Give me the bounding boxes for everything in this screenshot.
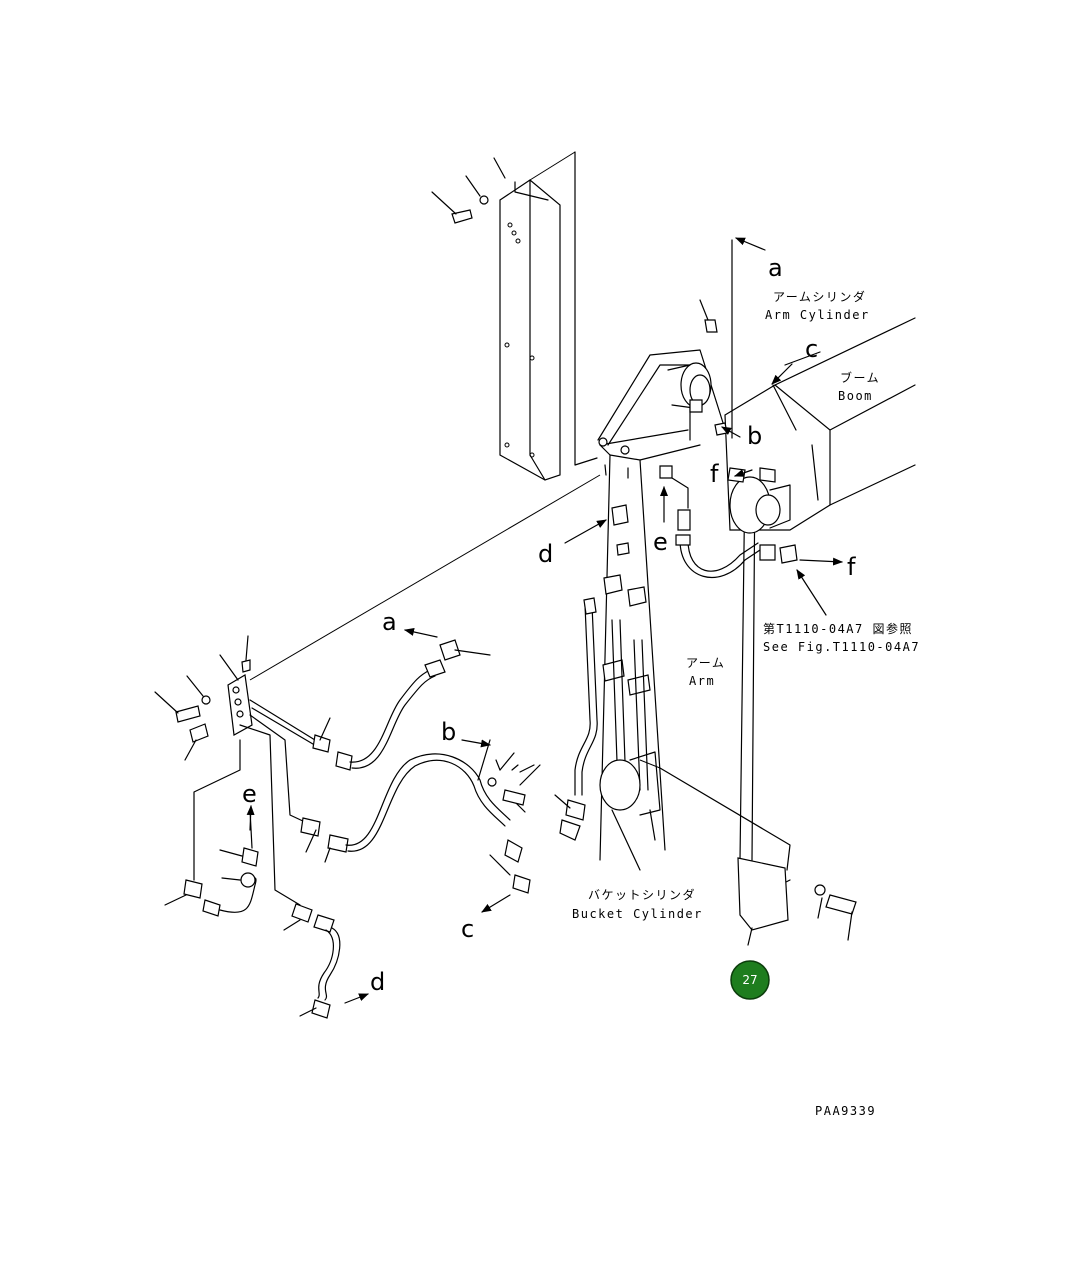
ref-letter-e-mid: e [653, 528, 668, 556]
see-fig-label-jp: 第T1110-04A7 図参照 [763, 621, 913, 636]
ref-letter-a-left: a [382, 608, 397, 636]
ref-letter-d-mid: d [538, 540, 553, 568]
ref-letter-e-left: e [242, 780, 257, 808]
ref-letter-c-bottom: c [461, 915, 474, 943]
bucket-cylinder-label-jp: バケットシリンダ [588, 887, 696, 902]
bolt-top [431, 157, 506, 224]
cover-plate [499, 151, 598, 481]
arm-cylinder-label-jp: アームシリンダ [773, 289, 866, 304]
bucket-cylinder-label-en: Bucket Cylinder [572, 907, 703, 921]
ref-letter-b-left: b [441, 718, 456, 746]
ref-letter-c-top: c [805, 335, 818, 363]
callout-27[interactable]: 27 [730, 960, 770, 1000]
arm-cylinder-label-en: Arm Cylinder [765, 308, 870, 322]
reference-arrows [164, 237, 843, 1017]
ref-letter-b-top: b [747, 422, 762, 450]
drawing-id: PAA9339 [815, 1104, 876, 1118]
ref-letter-a-top: a [768, 254, 783, 282]
text-labels: アームシリンダ Arm Cylinder ブーム Boom アーム Arm バケ… [242, 254, 920, 1118]
see-fig-label-en: See Fig.T1110-04A7 [763, 640, 920, 654]
arm-lines [554, 299, 857, 946]
manifold-block [154, 635, 253, 761]
ref-letter-d-bottom: d [370, 968, 385, 996]
ref-letter-f-right: f [847, 553, 856, 581]
boom-label-jp: ブーム [840, 370, 880, 385]
boom-structure [724, 317, 916, 534]
hydraulic-lines [183, 639, 531, 1019]
callout-badge[interactable] [730, 960, 770, 1000]
arm-label-en: Arm [689, 674, 715, 688]
boom-label-en: Boom [838, 389, 873, 403]
callout-number[interactable]: 27 [742, 973, 757, 987]
ref-letter-f-top: f [710, 460, 719, 488]
arm-label-jp: アーム [686, 656, 725, 670]
